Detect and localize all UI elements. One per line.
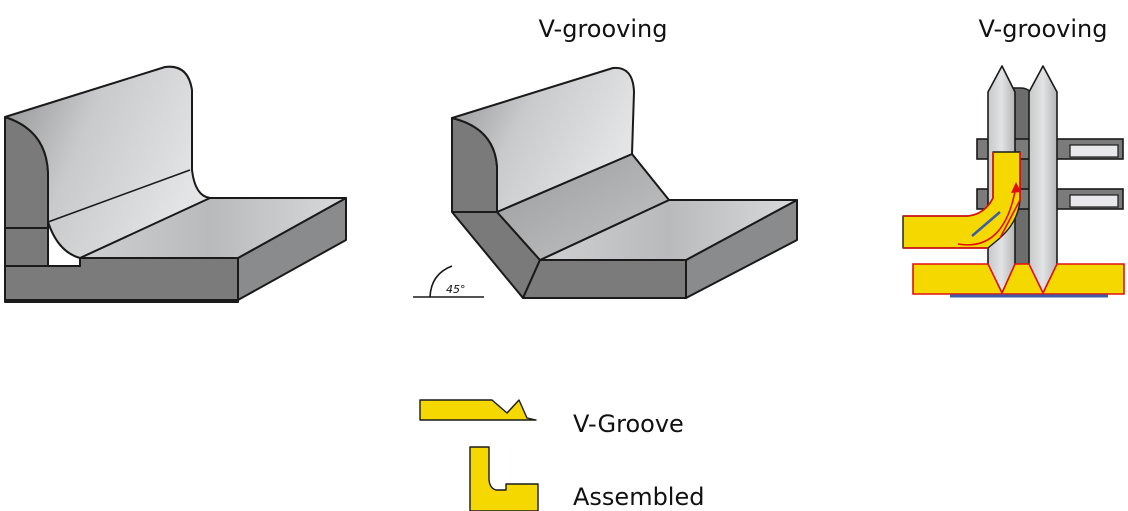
middle-wall-face [451,66,635,213]
legend-label-v-groove: V-Groove [573,410,684,438]
lower-rod-cap [1069,194,1119,208]
v-grooving-tool-section [902,65,1125,298]
angle-annotation: 45° [413,265,484,298]
rotation-arrow [957,185,1017,246]
bent-red-outline [967,152,1021,239]
left-floor-crease [79,197,211,259]
middle-title: V-grooving [539,15,668,43]
bent-red-bottom [903,215,988,249]
legend-label-assembled: Assembled [573,483,704,511]
assembled-profile-icon [469,446,539,511]
upper-rod-cap [1069,144,1119,158]
v-groove-profile-icon [419,399,537,421]
angle-arc [429,265,453,298]
bottom-workpiece [912,263,1125,295]
v-grooved-l-part [451,66,798,299]
middle-base-front [522,259,687,299]
legend: V-Groove Assembled [419,399,704,511]
left-seam-line [47,169,191,223]
angle-label: 45° [446,283,466,296]
right-blade [1028,65,1058,294]
rotation-arrowhead [1011,182,1021,193]
assembled-l-part [4,65,347,303]
bent-blue-edge [971,211,1001,237]
right-title: V-grooving [979,15,1108,43]
